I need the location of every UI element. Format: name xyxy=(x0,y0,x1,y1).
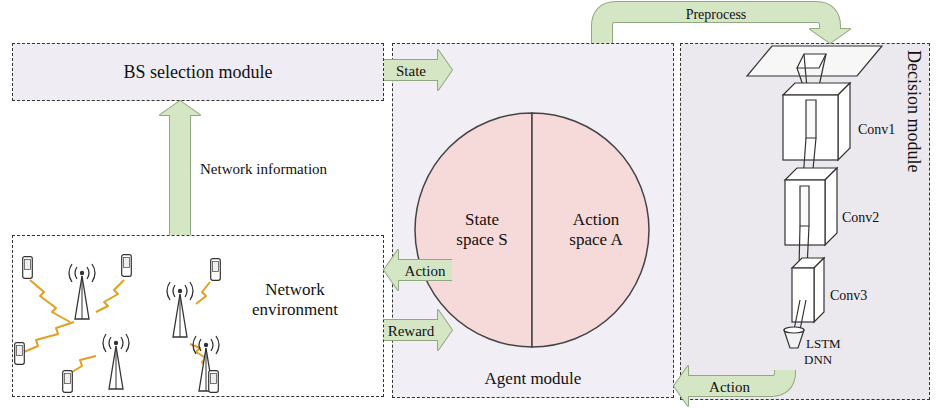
arrow-body xyxy=(384,320,439,340)
arrow-head-outline xyxy=(160,101,200,115)
arrow-head xyxy=(438,310,452,350)
edge-label-holder: Action xyxy=(403,262,448,280)
arrow-head-outline xyxy=(384,250,398,290)
layer-label: Conv1 xyxy=(858,122,895,137)
action-half-circle: Action space A xyxy=(532,112,650,348)
arrow-head xyxy=(160,101,200,115)
label-holder: Conv3 xyxy=(830,286,867,304)
node-label: BS selection module xyxy=(124,62,273,83)
label-holder: DNN xyxy=(804,350,832,368)
arrow-body xyxy=(170,114,190,235)
arrow-label: Network information xyxy=(198,161,329,177)
arrow-outline xyxy=(384,59,439,81)
node-label: Action space A xyxy=(566,210,626,249)
arrow-head-outline xyxy=(438,50,452,90)
module-box: Agent module State space S Action space A xyxy=(392,43,674,398)
edge-label-holder: Action xyxy=(707,378,752,396)
block-arrow xyxy=(160,101,200,235)
arrow-outline xyxy=(169,114,191,235)
label-holder: Conv1 xyxy=(858,120,895,138)
network-illustration xyxy=(15,255,221,393)
node-label: Network environment xyxy=(235,280,355,319)
arrow-head-outline xyxy=(810,29,850,43)
node-label: Decision module xyxy=(903,50,924,172)
arrow-body xyxy=(384,60,439,80)
arrow-head-outline xyxy=(438,310,452,350)
arrow-head xyxy=(438,50,452,90)
edge-label-holder: Preprocess xyxy=(684,5,749,23)
edge-label-holder: State xyxy=(394,62,428,80)
node-label: State space S xyxy=(452,210,512,249)
arrow-label: Reward xyxy=(386,323,437,339)
edge-label-holder: Reward xyxy=(386,322,437,340)
module-box: BS selection module xyxy=(12,43,384,101)
node-label: Agent module xyxy=(393,369,673,389)
half-circle-outline xyxy=(532,113,649,347)
layer-label: Conv2 xyxy=(842,210,879,225)
layer-label: Conv3 xyxy=(830,288,867,303)
layer-label: LSTM xyxy=(806,336,841,351)
state-half-circle: State space S xyxy=(414,112,532,348)
arrow-label: Action xyxy=(707,379,752,395)
label-holder: LSTM xyxy=(806,334,841,352)
arrow-head xyxy=(384,250,398,290)
arrow-label: Preprocess xyxy=(684,7,749,22)
arrow-head xyxy=(810,29,850,43)
arrow-outline xyxy=(384,319,439,341)
cnn-illustration xyxy=(747,46,882,348)
half-circle-outline xyxy=(415,113,532,347)
arrow-label: Action xyxy=(403,263,448,279)
block-arrow xyxy=(384,310,452,350)
block-arrow xyxy=(384,50,452,90)
arrow-head xyxy=(674,366,688,406)
arrow-body xyxy=(397,260,452,280)
block-arrow xyxy=(384,250,452,290)
arrow-head-outline xyxy=(674,366,688,406)
label-holder: Conv2 xyxy=(842,208,879,226)
edge-label-holder: Network information xyxy=(198,160,329,178)
arrow-outline xyxy=(397,259,452,281)
block-arrow xyxy=(674,366,785,406)
layer-label: DNN xyxy=(804,352,832,367)
arrow-label: State xyxy=(394,63,428,79)
